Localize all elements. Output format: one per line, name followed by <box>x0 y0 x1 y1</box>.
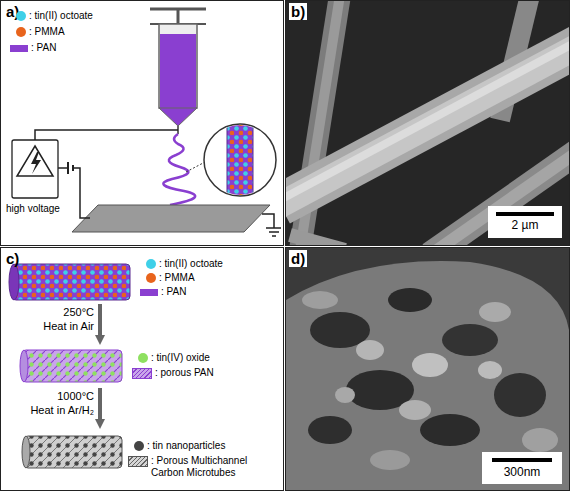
sem-fibers <box>286 1 569 245</box>
legend-item: : tin(II) octoate <box>146 258 223 270</box>
legend-text: : tin nanoparticles <box>147 440 225 452</box>
legend-swatch <box>138 353 148 363</box>
legend-item: : PMMA <box>16 26 65 38</box>
panel-label: d) <box>289 250 307 267</box>
process-step-label: Heat in Ar/H₂ <box>14 404 94 417</box>
figure-panel: d) <box>285 247 570 491</box>
legend-swatch <box>10 45 28 52</box>
supply-label: high voltage <box>6 203 76 215</box>
legend-item: : tin(IV) oxide <box>138 352 210 364</box>
legend-item: : PAN <box>10 42 56 54</box>
legend-swatch <box>140 289 158 296</box>
legend-item: : porous PAN <box>132 367 214 379</box>
legend-text: : PMMA <box>159 272 195 284</box>
legend-swatch <box>16 11 26 21</box>
legend-swatch <box>16 27 26 37</box>
legend-item: : tin nanoparticles <box>134 440 225 452</box>
scale-bar-label: 300nm <box>482 466 562 480</box>
legend-item: : PAN <box>140 286 186 298</box>
legend-item: : PMMA <box>146 272 195 284</box>
legend-text: : tin(IV) oxide <box>151 352 210 364</box>
legend-text: : PAN <box>161 286 186 298</box>
legend-text: : PAN <box>31 42 56 54</box>
legend-text: : Porous Multichannel Carbon Microtubes <box>151 455 257 479</box>
panel-label: c) <box>4 250 21 267</box>
legend-swatch <box>146 273 156 283</box>
sem-cross-section <box>286 248 569 490</box>
legend-text: : PMMA <box>29 26 65 38</box>
legend-text: : tin(II) octoate <box>29 10 93 22</box>
process-scheme <box>9 264 130 468</box>
panel-label: b) <box>289 3 307 20</box>
scale-bar-label: 2 µm <box>488 219 562 233</box>
hatch-swatch <box>128 456 148 467</box>
temperature-label: 1000°C <box>30 390 94 403</box>
hatch-swatch <box>132 368 152 379</box>
legend-swatch <box>146 259 156 269</box>
electrospinning-setup <box>12 9 281 236</box>
legend-text: : tin(II) octoate <box>159 258 223 270</box>
temperature-label: 250°C <box>30 306 94 319</box>
legend-item: : Porous Multichannel Carbon Microtubes <box>128 455 257 479</box>
legend-text: : porous PAN <box>155 367 214 379</box>
process-step-label: Heat in Air <box>20 320 94 333</box>
figure-panel: b) <box>285 0 570 246</box>
legend-item: : tin(II) octoate <box>16 10 93 22</box>
legend-swatch <box>134 441 144 451</box>
